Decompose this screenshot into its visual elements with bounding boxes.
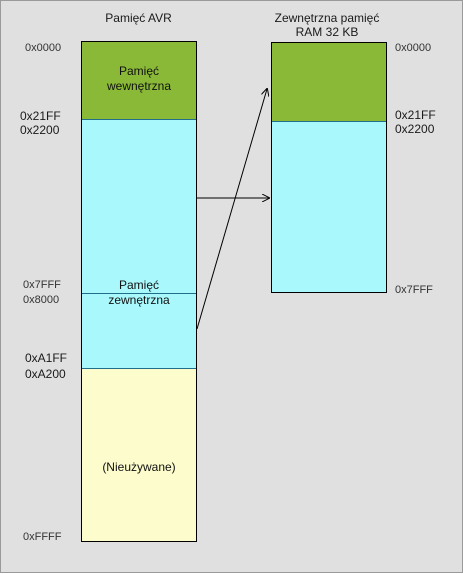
avr-addr-21ff: 0x21FF — [20, 109, 61, 123]
avr-unused-segment: (Nieużywane) — [82, 368, 196, 541]
external-ram-title-line1: Zewnętrzna pamięć — [274, 11, 380, 25]
ext-addr-7fff: 0x7FFF — [395, 284, 433, 296]
ext-addr-21ff: 0x21FF — [395, 108, 436, 122]
avr-addr-a1ff: 0xA1FF — [25, 351, 68, 365]
ext-addr-0000: 0x0000 — [395, 42, 432, 54]
avr-unused-label: (Nieużywane) — [102, 460, 176, 474]
avr-addr-0000: 0x0000 — [25, 42, 62, 54]
avr-addr-8000: 0x8000 — [23, 294, 60, 306]
external-ram-title-line2: RAM 32 KB — [295, 25, 359, 39]
avr-memory-title: Pamięć AVR — [105, 11, 172, 25]
ext-ram-external-area — [272, 121, 386, 292]
arrow-to-ram-top — [196, 89, 267, 330]
ext-ram-internal-area — [272, 43, 386, 121]
avr-8000-divider — [82, 293, 196, 294]
avr-addr-7fff: 0x7FFF — [23, 279, 61, 291]
avr-internal-label: Pamięć wewnętrzna — [106, 64, 172, 93]
avr-addr-ffff: 0xFFFF — [23, 531, 62, 543]
avr-internal-segment: Pamięć wewnętrzna — [82, 42, 196, 119]
avr-external-segment: Pamięć zewnętrzna — [82, 119, 196, 369]
external-ram-block — [271, 42, 387, 293]
avr-external-label: Pamięć zewnętrzna — [108, 278, 170, 307]
avr-memory-block: Pamięć wewnętrzna Pamięć zewnętrzna (Nie… — [81, 41, 197, 542]
ext-addr-2200: 0x2200 — [395, 122, 435, 136]
avr-addr-2200: 0x2200 — [20, 123, 60, 137]
avr-addr-a200: 0xA200 — [25, 367, 66, 381]
